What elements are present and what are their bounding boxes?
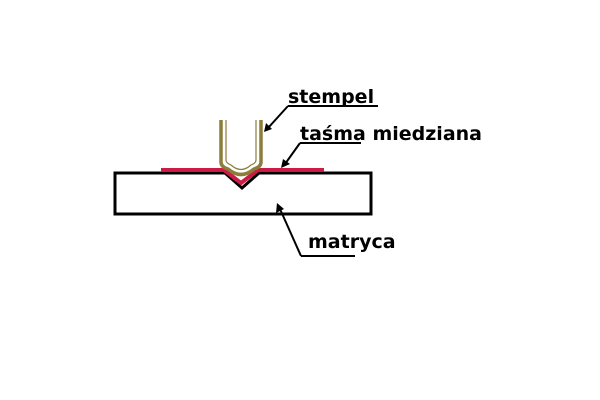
die-shape — [113, 171, 373, 216]
punch-label: stempel — [288, 86, 375, 108]
punch-inner-edge — [225, 120, 257, 171]
strip-leader-line — [284, 142, 301, 165]
die-leader-arrowhead — [276, 203, 284, 213]
die-leader-line — [279, 208, 302, 257]
strip-leader-arrowhead — [281, 159, 290, 168]
punch-leader-arrowhead — [264, 123, 272, 132]
copper-strip — [161, 168, 324, 185]
die-label: matryca — [308, 231, 396, 253]
punch-shape — [219, 120, 263, 177]
punch-leader-line — [267, 105, 289, 129]
copper-strip-label: taśma miedziana — [300, 123, 482, 145]
